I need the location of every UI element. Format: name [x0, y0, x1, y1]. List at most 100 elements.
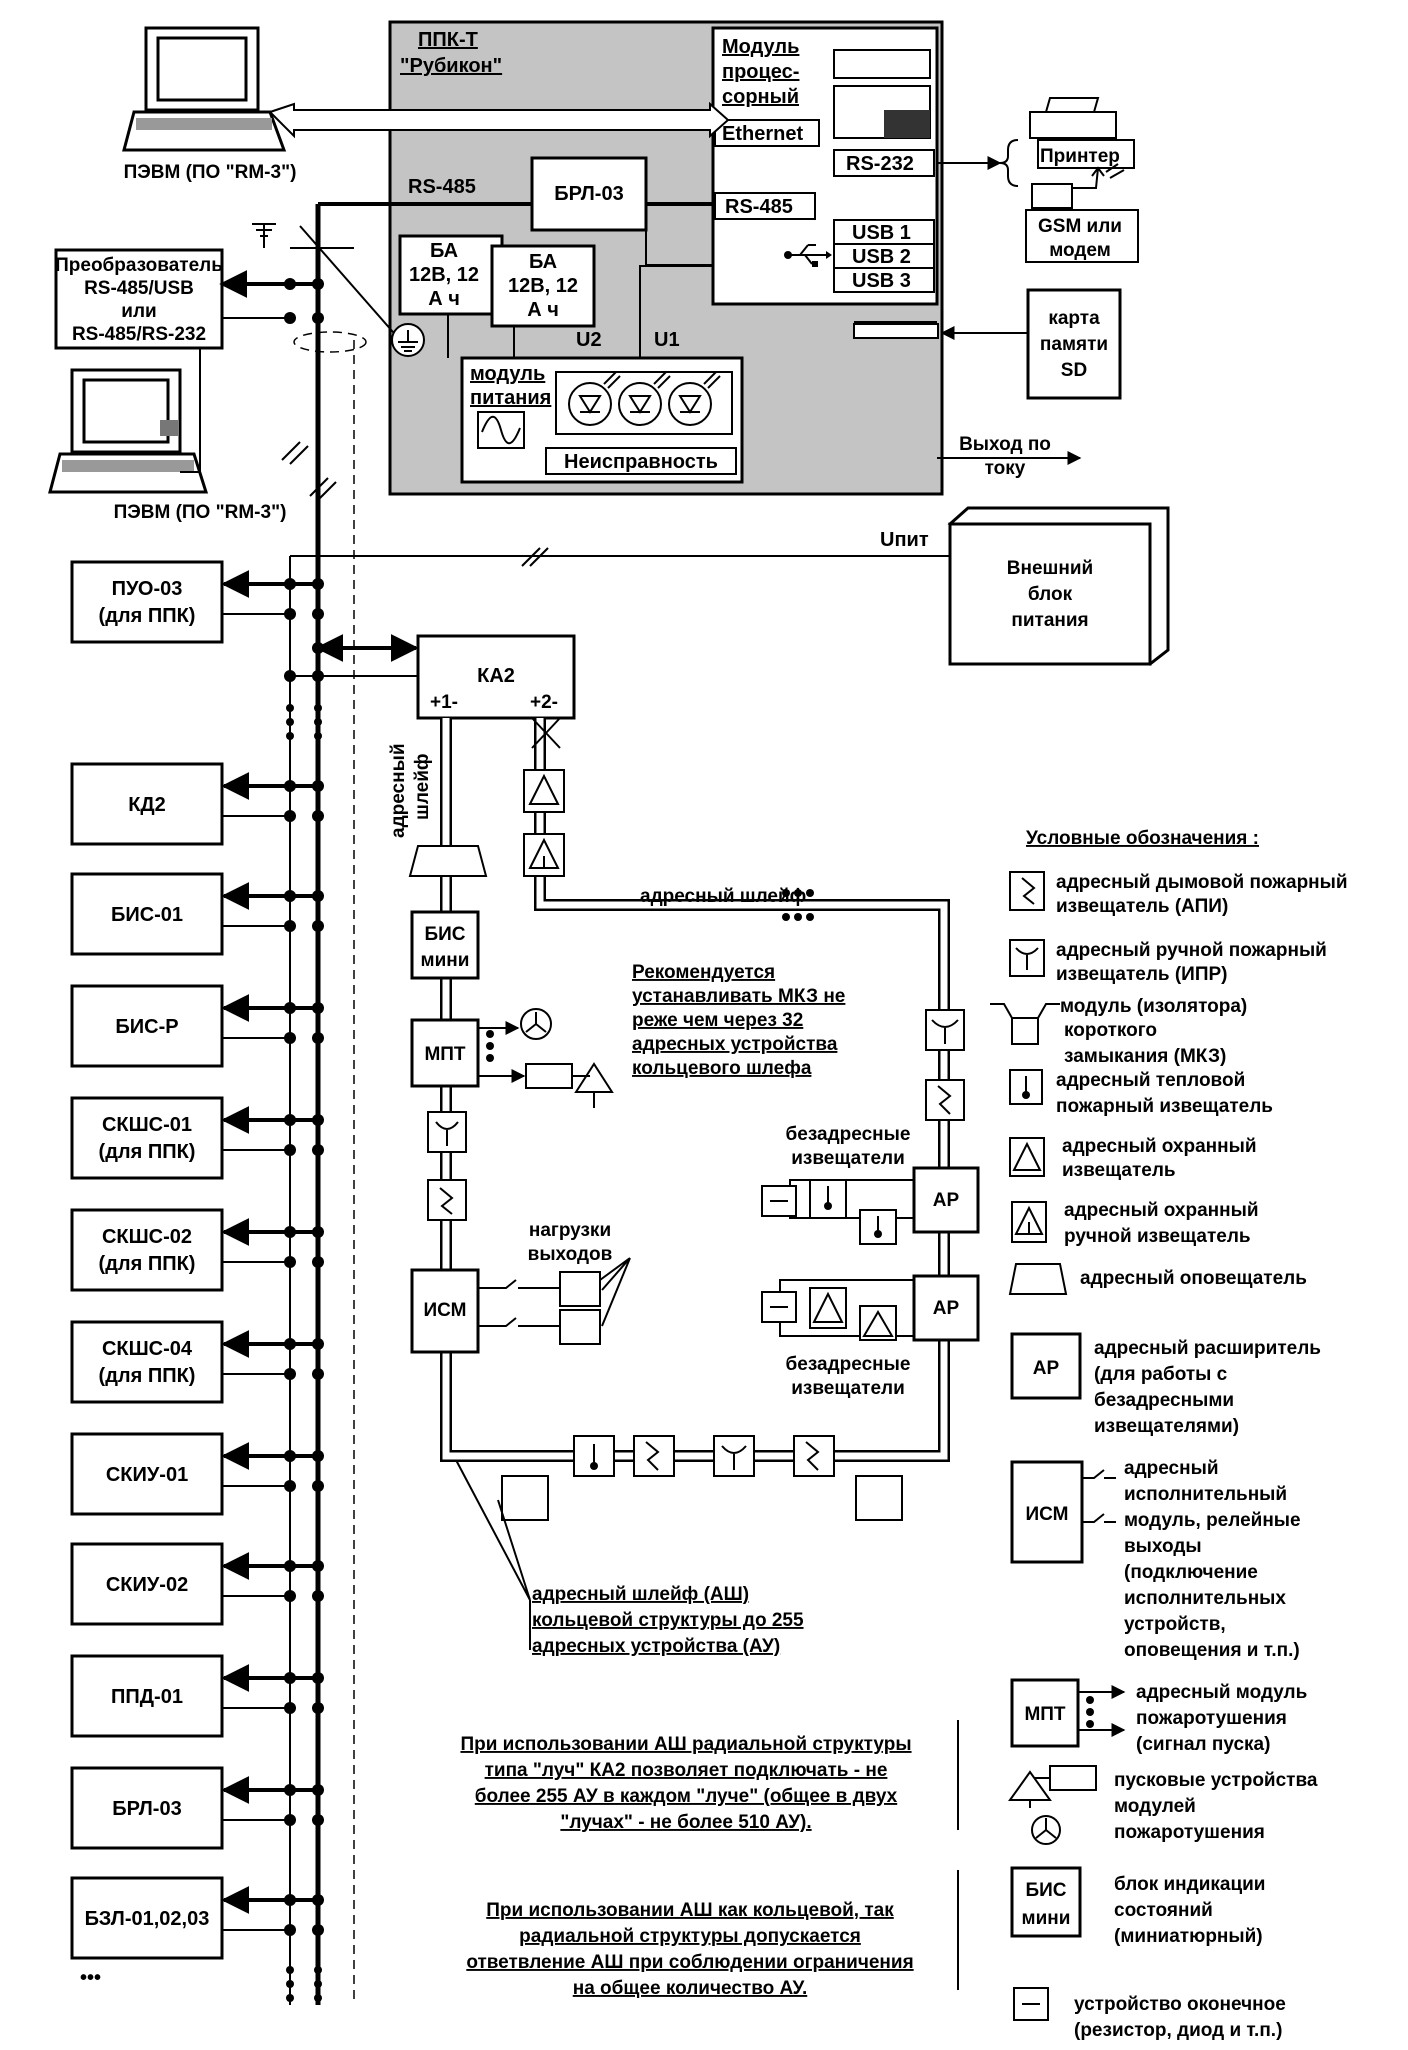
- legend-ism-box: [1010, 1460, 1084, 1564]
- address-loop: [440, 718, 950, 1462]
- bus-junction: [284, 1702, 296, 1714]
- device-box: [70, 1096, 224, 1180]
- bus-junction: [284, 1002, 296, 1014]
- ash-l2: адресных устройства (АУ): [532, 1636, 780, 1657]
- loop-label: адресный шлейф: [640, 886, 806, 907]
- battery-2-l3: А ч: [527, 299, 559, 321]
- cpu-indicator: [884, 110, 930, 138]
- port-rs485-in-label: RS-485: [725, 196, 793, 218]
- nonaddr2-l2: извещатели: [791, 1378, 905, 1399]
- bus-junction: [312, 1560, 324, 1572]
- ism-box: [410, 1268, 480, 1354]
- load-2: [559, 1309, 601, 1345]
- power-module-l1: модуль: [470, 363, 545, 385]
- bus-junction: [312, 1450, 324, 1462]
- recommend-l0: Рекомендуется: [632, 962, 775, 983]
- legend-manual-l1: извещатель (ИПР): [1056, 964, 1228, 985]
- siren-icon: [408, 845, 488, 877]
- legend-ism-l1: исполнительный: [1124, 1484, 1287, 1505]
- note-radial: При использовании АШ радиальной структур…: [460, 1734, 911, 1833]
- port-rs232: [833, 149, 935, 177]
- port-ethernet: [714, 119, 820, 147]
- ar-label-2: АР: [933, 1298, 960, 1319]
- bus-junction: [312, 810, 324, 822]
- device-box: [70, 560, 224, 644]
- load-1: [559, 1271, 601, 1307]
- legend-smoke-l1: извещатель (АПИ): [1056, 896, 1228, 917]
- printer-label: Принтер: [1040, 146, 1120, 167]
- recommend-note: Рекомендуется устанавливать МКЗ не реже …: [632, 962, 845, 1079]
- device-box: [70, 984, 224, 1068]
- gsm-l1: GSM или: [1038, 216, 1122, 237]
- nonaddr-group-1: [761, 1179, 914, 1245]
- ethernet-link: [268, 101, 730, 139]
- mkz-right: [855, 1475, 903, 1521]
- legend-mpt-l2: (сигнал пуска): [1136, 1734, 1270, 1755]
- note2-l1: радиальной структуры допускается: [519, 1926, 861, 1947]
- mkz-left: [501, 1475, 549, 1521]
- device-10: ППД-01: [70, 1654, 324, 1738]
- brl03-label: БРЛ-03: [554, 183, 623, 205]
- legend-mkz-l0: модуль (изолятора): [1060, 996, 1247, 1017]
- device-box: [70, 1542, 224, 1626]
- device-label: СКШС-02: [102, 1226, 192, 1248]
- legend-ar-l1: (для работы с: [1094, 1364, 1228, 1385]
- brl03-box: [530, 156, 648, 232]
- bus-junction: [284, 578, 296, 590]
- converter-pc-link: [180, 348, 201, 473]
- sd-l2: памяти: [1040, 334, 1108, 355]
- bus-junction: [284, 1480, 296, 1492]
- device-11: БРЛ-03: [70, 1766, 324, 1850]
- bis-mini-box: [410, 910, 480, 980]
- device-box: [70, 1320, 224, 1404]
- bus-junction: [312, 1114, 324, 1126]
- u1-label: U1: [654, 329, 680, 351]
- legend-ism-l0: адресный: [1124, 1458, 1219, 1479]
- note2-l2: ответвление АШ при соблюдении ограничени…: [466, 1952, 913, 1973]
- converter-box: [54, 248, 224, 350]
- device-9: СКИУ-02: [70, 1542, 324, 1626]
- legend-security-l0: адресный охранный: [1062, 1136, 1257, 1157]
- bus-junction: [284, 920, 296, 932]
- battery-1-l1: БА: [430, 240, 458, 262]
- bus-junction: [312, 578, 324, 590]
- note-branch: При использовании АШ как кольцевой, так …: [466, 1900, 913, 1999]
- ar-box-2: [912, 1274, 980, 1342]
- u2-label: U2: [576, 329, 602, 351]
- device-label: ПУО-03: [112, 578, 183, 600]
- device-box: [70, 1654, 224, 1738]
- led-icons: [568, 371, 721, 426]
- ism-label: ИСМ: [424, 1300, 467, 1321]
- ash-label: адресный шлейф (АШ) кольцевой структуры …: [532, 1584, 804, 1657]
- laptop-icon-2: [48, 368, 209, 494]
- device-box: [70, 1766, 224, 1850]
- bus-junction: [312, 890, 324, 902]
- bus-junction: [312, 920, 324, 932]
- loop-smoke-1: [427, 1179, 467, 1221]
- usb1-label: USB 1: [852, 222, 911, 244]
- device-5: СКШС-01(для ППК): [70, 1096, 324, 1180]
- mpt-box: [410, 1018, 480, 1088]
- device-label: СКИУ-01: [106, 1464, 188, 1486]
- bus-junction: [312, 1702, 324, 1714]
- rs485-out-label: RS-485: [408, 176, 476, 198]
- ka2-port1: +1-: [430, 692, 458, 713]
- device-label: (для ППК): [99, 1365, 196, 1387]
- legend-mkz-icon: [990, 1003, 1060, 1019]
- legend-ar-l3: извещателями): [1094, 1416, 1239, 1437]
- converter-l1: Преобразователь: [55, 255, 223, 276]
- device-box: [70, 872, 224, 956]
- legend-ism-l3: выходы: [1124, 1536, 1202, 1557]
- pc2-label: ПЭВМ (ПО "RM-3"): [114, 502, 287, 523]
- fault-indicator: [545, 447, 737, 475]
- bis-mini-l2: мини: [421, 950, 470, 971]
- legend-ism-l7: оповещения и т.п.): [1124, 1640, 1300, 1661]
- legend-siren-label: адресный оповещатель: [1080, 1268, 1307, 1289]
- bus-junction: [284, 1560, 296, 1572]
- bus-junction: [312, 1002, 324, 1014]
- ppk-panel: ППК-Т "Рубикон" Модуль процес- сорный Et…: [318, 20, 1082, 496]
- ka2-box: [416, 634, 576, 720]
- device-6: СКШС-02(для ППК): [70, 1208, 324, 1292]
- port-rs232-label: RS-232: [846, 153, 914, 175]
- note1-l1: типа "луч" КА2 позволяет подключать - не: [485, 1760, 888, 1781]
